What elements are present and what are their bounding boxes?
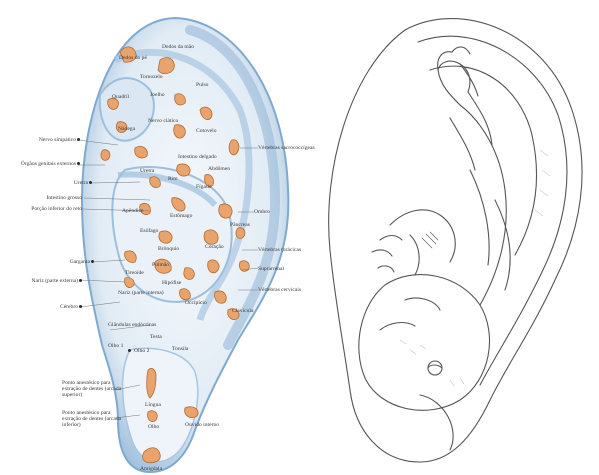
bullet-nervo-simpatico <box>77 138 80 141</box>
bullet-olho2 <box>128 349 131 352</box>
label-suprarrenal: Suprarrenal <box>258 266 284 272</box>
label-quadril: Quadril <box>112 94 129 100</box>
label-testa: Testa <box>150 334 162 340</box>
bullet-orgaos-genitais <box>77 162 80 165</box>
bullet-garganta <box>91 260 94 263</box>
label-estomago: Estômago <box>170 213 192 219</box>
bullet-uretra-2 <box>89 181 92 184</box>
label-nervo-simpatico: Nervo simpático <box>18 137 76 143</box>
label-tireoide: Tireoide <box>125 270 144 276</box>
label-olho2: Olho 2 <box>134 348 149 354</box>
label-uretra: Uretra <box>140 168 154 174</box>
label-abdomen: Abdômen <box>208 166 230 172</box>
label-vertebras-toracicas: Vértebras torácicas <box>258 247 301 253</box>
label-vertebras-cervicais: Vértebras cervicais <box>258 287 301 293</box>
label-uretra-2: Uretra <box>40 180 88 186</box>
label-occipicio: Occipício <box>185 300 207 306</box>
label-olho: Olho <box>148 424 159 430</box>
fetus-arm <box>390 210 455 262</box>
label-ombro: Ombro <box>254 209 270 215</box>
label-dedos-mao: Dedos da mão <box>162 44 194 50</box>
lobule-line <box>420 395 453 450</box>
label-dedos-pe: Dedos do pé <box>119 55 147 61</box>
label-clavicula: Clavícula <box>232 308 253 314</box>
label-ponto-anestesico-superior: Ponto anestésico para extração de dentes… <box>62 380 124 398</box>
label-pulso: Pulso <box>196 82 208 88</box>
bullet-nariz-externo <box>79 279 82 282</box>
label-amigdala: Amígdala <box>140 466 162 472</box>
label-pulmao: Pulmão <box>152 262 169 268</box>
label-garganta: Garganta <box>40 259 90 265</box>
label-nariz-externo: Nariz (parte externa) <box>10 278 78 284</box>
label-bronquio: Brônquio <box>158 246 179 252</box>
label-ouvido-interno: Ouvido interno <box>185 422 219 428</box>
label-lingua: Língua <box>145 402 161 408</box>
label-olho1: Olho 1 <box>108 343 123 349</box>
fetus-head <box>359 275 490 411</box>
fetus-eye <box>428 361 442 375</box>
label-intestino-grosso: Intestino grosso <box>20 195 82 201</box>
label-hipofise: Hipófise <box>162 280 181 286</box>
label-pancreas: Pâncreas <box>230 222 250 228</box>
label-tonsila: Tonsila <box>172 346 188 352</box>
label-glandulas-endocrinas: Glândulas endócrinas <box>108 322 156 328</box>
label-figado: Fígado <box>196 184 212 190</box>
label-porcao-inferior-reto: Porção inferior do reto <box>10 206 82 212</box>
label-joelho: Joelho <box>150 92 165 98</box>
helix-inner-line <box>418 36 567 385</box>
label-nariz-interno: Nariz (parte interna) <box>118 290 164 296</box>
label-cotovelo: Cotovelo <box>196 128 217 134</box>
label-intestino-delgado: Intestino delgado <box>178 154 217 160</box>
label-vertebras-sacro: Vértebras sacrococcígeas <box>258 145 315 151</box>
label-rim: Rim <box>168 176 178 182</box>
antihelix-line <box>430 66 537 255</box>
label-tornozelo: Tornozelo <box>140 74 163 80</box>
label-orgaos-genitais: Órgãos genitais externos <box>0 161 76 167</box>
label-coracao: Coração <box>205 244 224 250</box>
label-ponto-anestesico-inferior: Ponto anestésico para extração de dentes… <box>62 410 124 428</box>
label-cerebro: Cérebro <box>10 304 78 310</box>
ear-fetus-drawing <box>310 0 599 475</box>
bullet-cerebro <box>79 305 82 308</box>
label-esofago: Esôfago <box>140 228 158 234</box>
label-nadega: Nádega <box>118 126 135 132</box>
label-nervo-ciatico: Nervo ciático <box>148 118 178 124</box>
label-apendice: Apêndice <box>122 208 143 214</box>
